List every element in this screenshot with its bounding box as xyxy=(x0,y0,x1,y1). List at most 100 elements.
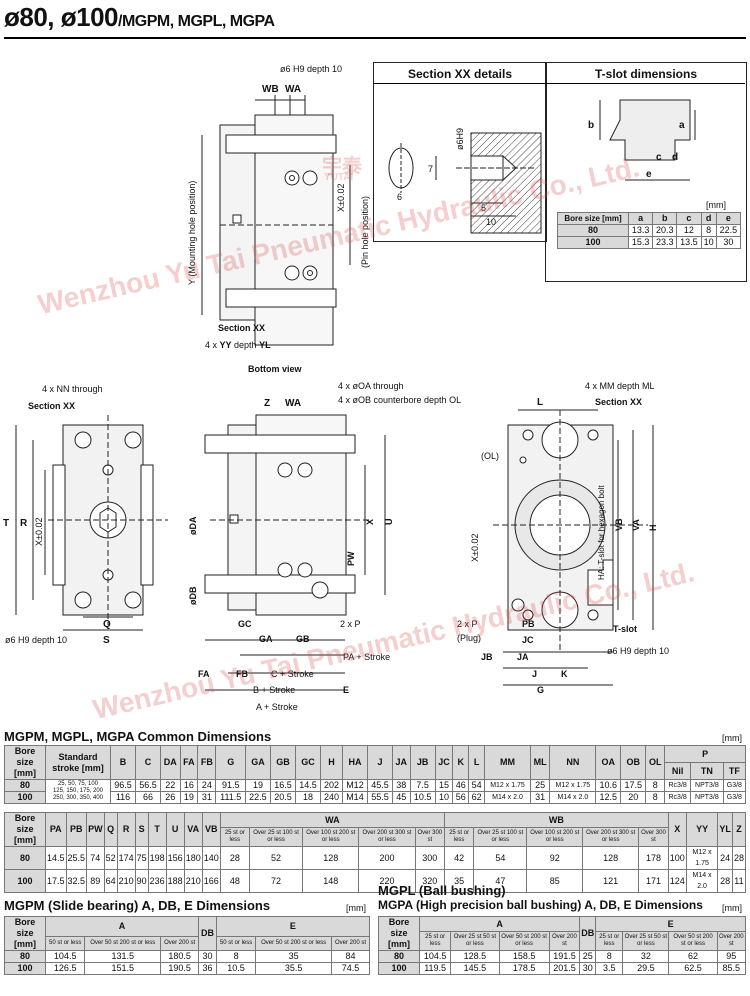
table-cell: 104.5 xyxy=(418,950,452,963)
dim-wa: WA xyxy=(285,84,302,95)
table-header-cell: E xyxy=(595,915,746,933)
table-header-cell: PB xyxy=(65,812,88,847)
table-cell: 35 xyxy=(444,869,475,893)
table-cell: 17.5 xyxy=(45,869,67,893)
table-cell: 85 xyxy=(526,869,584,893)
table-cell: 64 xyxy=(103,869,118,893)
tslot-b: b xyxy=(588,120,595,131)
table-cell: 19 xyxy=(179,791,199,804)
table-cell: 210 xyxy=(183,869,203,893)
table-cell: 23.3 xyxy=(652,236,678,249)
table-header-cell: WA xyxy=(219,811,446,829)
table-cell: 178.5 xyxy=(498,962,550,975)
table-cell: 188 xyxy=(165,869,185,893)
dim-vb: VB xyxy=(614,518,624,531)
table-cell: 20.5 xyxy=(269,791,296,804)
table-cell: 8 xyxy=(645,791,666,804)
bottom-view-caption: Bottom view xyxy=(248,364,302,374)
table-header-cell: Bore size [mm] xyxy=(4,745,46,780)
dim-r: R xyxy=(20,518,28,529)
table-cell: M12 x 1.75 xyxy=(685,846,719,870)
table-header-cell: Bore size [mm] xyxy=(4,916,46,951)
dim-z: Z xyxy=(264,398,271,409)
table-cell: 202 xyxy=(319,779,343,792)
table-cell: 62.5 xyxy=(668,962,718,975)
mgpl-unit: [mm] xyxy=(722,903,742,913)
table-cell: 8 xyxy=(700,224,717,237)
tslot-col: e xyxy=(715,212,742,225)
table-header-cell: A xyxy=(418,915,581,933)
b-stroke: B + Stroke xyxy=(253,685,296,695)
table-cell: 30 xyxy=(715,236,742,249)
table-cell: 25 xyxy=(579,950,597,963)
dim-k: K xyxy=(561,669,568,679)
nn-note: 4 x NN through xyxy=(42,384,103,394)
table-cell: 128.5 xyxy=(450,950,500,963)
table-cell: 55.5 xyxy=(366,791,393,804)
watermark-logo-text: YUTAI xyxy=(324,172,354,183)
table-header-cell: Over 100 st 200 st or less xyxy=(302,827,360,847)
table-cell: 100 xyxy=(4,791,46,804)
table-cell: 300 xyxy=(414,846,446,870)
dim-x-pin: X±0.02 xyxy=(336,183,346,212)
ha-note: HA: T-slot for hexagon bolt xyxy=(597,485,606,580)
table-cell: G3/8 xyxy=(722,791,747,804)
dim-wa-side: WA xyxy=(285,398,302,409)
table-header-cell: JC xyxy=(434,745,454,780)
table-cell: 46 xyxy=(452,779,470,792)
table-cell: 28 xyxy=(219,846,250,870)
table-header-cell: PW xyxy=(86,812,105,847)
table-cell: 52 xyxy=(103,846,118,870)
table-cell: 15 xyxy=(434,779,454,792)
table-cell: 18 xyxy=(294,791,321,804)
table-cell: 47 xyxy=(473,869,528,893)
pa-stroke: PA + Stroke xyxy=(343,652,391,662)
tslot-a: a xyxy=(679,120,685,131)
table-cell: 180 xyxy=(183,846,203,870)
table-cell: 56.5 xyxy=(135,779,162,792)
table-header-row: Bore size [mm] A DB E xyxy=(378,915,746,951)
dim-fa: FA xyxy=(198,669,210,679)
section-xx-label: Section XX xyxy=(218,323,266,333)
table-header-cell: TN xyxy=(690,762,724,780)
table-header-cell: DA xyxy=(160,745,181,780)
table-cell: 72 xyxy=(248,869,304,893)
table-header-cell: 50 st or less xyxy=(215,936,257,951)
table-cell: 95 xyxy=(716,950,747,963)
section-xx-box xyxy=(373,62,547,242)
table-cell: 100 xyxy=(4,869,46,893)
table-cell: 25.5 xyxy=(65,846,88,870)
table-cell: 66 xyxy=(135,791,162,804)
table-cell: 92 xyxy=(526,846,584,870)
table-header-cell: S xyxy=(134,812,149,847)
table-header-cell: E xyxy=(215,915,371,938)
table-cell: 62 xyxy=(668,950,718,963)
table-header-cell: B xyxy=(109,745,137,780)
plug-note: (Plug) xyxy=(457,633,482,643)
page-title: ø80, ø100/MGPM, MGPL, MGPA xyxy=(4,2,275,32)
table-cell: 10 xyxy=(434,791,454,804)
dim-l: L xyxy=(537,397,544,408)
section-d7: 7 xyxy=(428,164,434,174)
table-header-cell: Over 300 st xyxy=(638,827,669,847)
table-header-cell: VB xyxy=(201,812,221,847)
table-header-cell: PA xyxy=(45,812,67,847)
table-cell: M14 xyxy=(341,791,368,804)
table-cell: 38 xyxy=(391,779,411,792)
table-cell: 15.3 xyxy=(628,236,654,249)
tslot-c: c xyxy=(656,152,662,163)
table-cell: 32.5 xyxy=(65,869,88,893)
table-cell: 190.5 xyxy=(160,962,200,975)
table-cell: 119.5 xyxy=(418,962,452,975)
table-header-cell: Over 200 st xyxy=(548,931,581,951)
